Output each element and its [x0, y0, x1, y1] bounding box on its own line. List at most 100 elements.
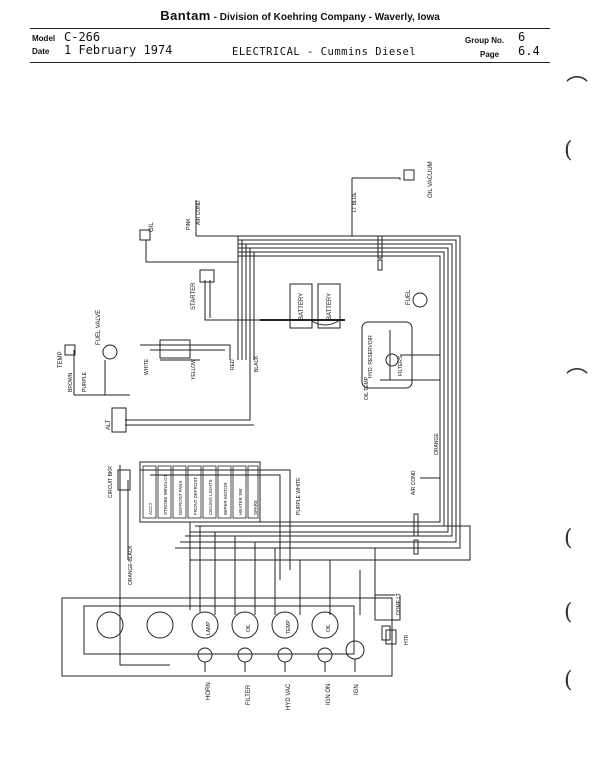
binder-hole-3: ⌒: [566, 368, 589, 393]
label-lamp: LAMP: [206, 621, 212, 635]
filter-indicator-symbol: [237, 647, 253, 663]
date-value: 1 February 1974: [64, 43, 173, 57]
temp-gauge: [271, 611, 299, 639]
hourmeter-gauge: [96, 611, 124, 639]
filter-switch: [385, 353, 399, 367]
oil-gauge: [231, 611, 259, 639]
label-white: WHITE: [144, 358, 150, 375]
label-temp-gauge: TEMP: [286, 619, 292, 634]
label-ign-on: IGN ON: [326, 684, 332, 705]
ignition-switch-symbol: [345, 640, 365, 660]
label-filters: FILTERS: [398, 355, 404, 376]
label-purple: PURPLE: [82, 371, 88, 392]
switch-label: ACCY: [148, 502, 153, 515]
harness-clip-top: [377, 235, 383, 259]
switch-label: HEATER SW: [238, 488, 243, 515]
temp-wire: [73, 350, 130, 396]
header-rule-bottom: [30, 62, 550, 63]
oil-vacuum-wire: [352, 177, 401, 180]
switch-panel-box: [139, 461, 261, 523]
temp-sender: [64, 344, 76, 356]
oil-sender: [139, 229, 151, 241]
label-brown: BROWN: [68, 372, 74, 392]
air-cond-top-wire: [195, 200, 238, 237]
label-starter: STARTER: [191, 282, 197, 310]
label-oil: OIL: [149, 222, 155, 232]
group-value: 6: [518, 30, 526, 44]
ign-on-indicator-symbol: [317, 647, 333, 663]
label-hyd-reservoir: HYD. RESERVOIR: [368, 335, 374, 378]
label-hyd-vac: HYD VAC: [286, 683, 292, 710]
label-htr: HTR: [404, 634, 410, 645]
binder-hole-1: ⌒: [566, 76, 589, 101]
label-filter: FILTER: [246, 684, 252, 705]
label-oil-temp: OIL TEMP: [364, 376, 370, 400]
label-horn: HORN: [206, 682, 212, 700]
brand-name: Bantam: [160, 8, 211, 23]
section-title: ELECTRICAL - Cummins Diesel: [232, 46, 417, 58]
alternator-wire: [125, 360, 251, 421]
label-orange-black: ORANGE-BLACK: [128, 545, 134, 585]
switch-panel-labels: ACCY STROBE WINDLGT DEFROST FANS FRONT DEFR…: [148, 474, 258, 515]
switch-label: DEFROST FANS: [178, 481, 183, 515]
binder-hole-6: (: [564, 668, 573, 693]
label-purple-white: PURPLE WHITE: [296, 477, 302, 515]
label-circuit-bkr: CIRCUIT BKR: [108, 466, 114, 498]
alternator: [111, 407, 127, 433]
label-red: RED: [230, 359, 236, 370]
date-label: Date: [32, 47, 50, 56]
starter-cable: [204, 280, 260, 321]
company-line: Bantam - Division of Koehring Company - …: [0, 8, 600, 23]
hyd-vac-indicator-symbol: [277, 647, 293, 663]
page-header: Bantam - Division of Koehring Company - …: [0, 0, 600, 70]
label-oil-vacuum: OIL VACUUM: [428, 161, 434, 198]
oil-vacuum-sender: [403, 169, 415, 181]
battery-1-box: [289, 283, 313, 329]
binder-hole-4: (: [564, 526, 573, 551]
company-division: - Division of Koehring Company - Waverly…: [213, 12, 440, 23]
header-rule-top: [30, 28, 550, 29]
circuit-breaker: [117, 469, 131, 491]
label-pink: PINK: [186, 218, 192, 230]
starter-motor: [199, 269, 215, 283]
gauge-panel-inner: [83, 605, 355, 655]
switch-label: FRONT DEFROST: [193, 477, 198, 515]
fuel-valve: [102, 344, 118, 360]
label-battery-1: BATTERY: [299, 293, 305, 320]
model-label: Model: [32, 34, 56, 43]
circuit-breaker-wire: [119, 465, 170, 666]
relay-block: [159, 339, 191, 359]
page-value: 6.4: [518, 44, 540, 58]
page-label: Page: [480, 50, 500, 59]
gauge-panel-frame: [61, 597, 393, 677]
hyd-reservoir-box: [361, 321, 413, 389]
amp-gauge: [191, 611, 219, 639]
oil-sender-wire: [145, 240, 238, 263]
binder-hole-2: (: [564, 138, 573, 163]
switch-label: WIPER MOTOR: [223, 482, 228, 515]
label-oil-gauge-2: OIL: [326, 624, 332, 632]
label-fuel-valve: FUEL VALVE: [96, 310, 102, 345]
binder-hole-5: (: [564, 600, 573, 625]
label-battery-2: BATTERY: [327, 293, 333, 320]
label-air-cond-mid: AIR COND: [411, 470, 417, 495]
label-fuel: FUEL: [406, 289, 412, 305]
heater-switch: [385, 629, 397, 645]
switch-label: CEILING LIGHTS: [208, 479, 213, 515]
dash-harness-a: [195, 430, 441, 523]
oil-gauge-2: [311, 611, 339, 639]
label-oil-gauge: OIL: [246, 624, 252, 632]
label-yellow: YELLOW: [191, 359, 197, 380]
label-orange: ORANGE: [434, 433, 440, 455]
group-label: Group No.: [465, 36, 505, 45]
label-dome-lt: DOME LT: [396, 593, 402, 615]
label-ign: IGN: [354, 684, 360, 695]
fuel-sender: [412, 292, 428, 308]
label-lt-blue: LT BLUE: [352, 192, 358, 212]
switch-label: STROBE WINDLGT: [163, 474, 168, 515]
battery-2-box: [317, 283, 341, 329]
label-black: BLACK: [254, 355, 260, 372]
label-alt: ALT: [106, 419, 112, 430]
model-value: C-266: [64, 30, 101, 44]
